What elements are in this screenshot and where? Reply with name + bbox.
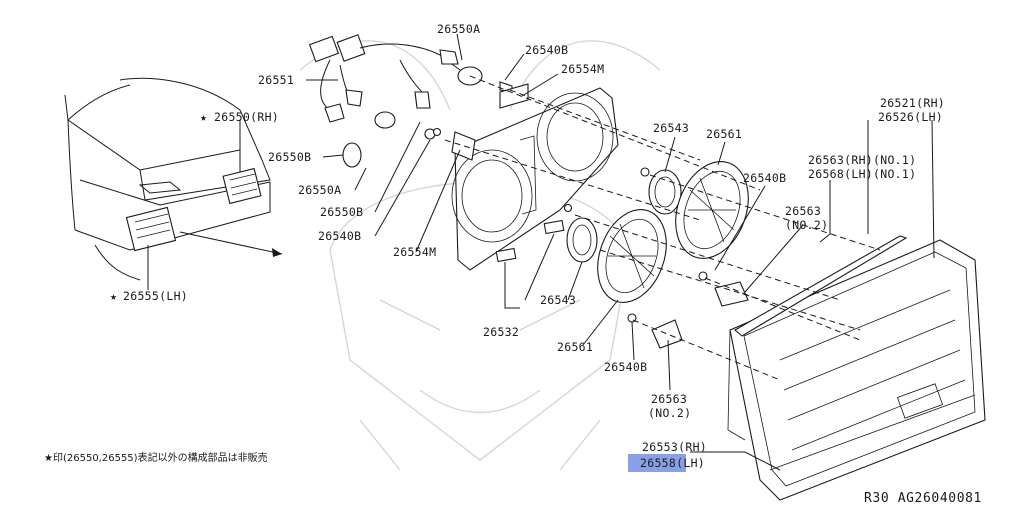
- part-labels: 26550A 26540B 26554M 26551 26550(RH) 265…: [110, 22, 945, 472]
- label-26543-top: 26543: [653, 121, 689, 135]
- label-26568-lh-no1: 26568(LH)(NO.1): [808, 167, 916, 181]
- label-26563-no2-mid: (NO.2): [785, 218, 828, 232]
- label-26543-bottom: 26543: [540, 293, 576, 307]
- label-26561-bottom: 26561: [557, 340, 593, 354]
- label-26561-top: 26561: [706, 127, 742, 141]
- label-26551: 26551: [258, 73, 294, 87]
- diagram-code: R30 AG26040081: [864, 491, 982, 506]
- combination-lamp-lens: [651, 235, 986, 501]
- label-26558-lh: 26558(LH): [640, 456, 705, 470]
- highlight-26558: [628, 454, 686, 472]
- label-26553-rh: 26553(RH): [642, 440, 707, 454]
- label-26540b-right: 26540B: [743, 171, 786, 185]
- footnote: ★印(26550,26555)表記以外の構成部品は非販売: [44, 453, 268, 464]
- lamp-housing-26532: [451, 83, 619, 309]
- label-26540b-top: 26540B: [525, 43, 568, 57]
- assembly-lines: [444, 75, 881, 381]
- label-26554m-top: 26554M: [561, 62, 604, 76]
- label-26563-rh-no1: 26563(RH)(NO.1): [808, 153, 916, 167]
- bulb-lens-set: [566, 161, 749, 303]
- screws: [432, 127, 708, 323]
- label-26550b-mid: 26550B: [320, 205, 363, 219]
- label-26540b-left: 26540B: [318, 229, 361, 243]
- label-26532: 26532: [483, 325, 519, 339]
- label-26550-rh: 26550(RH): [214, 110, 279, 124]
- label-26550a-mid: 26550A: [298, 183, 341, 197]
- star-mark-rh: ★: [200, 110, 207, 124]
- label-26526-lh: 26526(LH): [878, 110, 943, 124]
- label-26550b: 26550B: [268, 150, 311, 164]
- label-26563-mid: 26563: [785, 204, 821, 218]
- star-mark-lh: ★: [110, 289, 117, 303]
- label-26555-lh: 26555(LH): [123, 289, 188, 303]
- label-26563-bottom: 26563: [651, 392, 687, 406]
- car-rear-illustration: [64, 77, 283, 281]
- label-26554m-mid: 26554M: [393, 245, 436, 259]
- label-26563-no2-bottom: (NO.2): [648, 406, 691, 420]
- label-26521-rh: 26521(RH): [880, 96, 945, 110]
- label-26550a-top: 26550A: [437, 22, 480, 36]
- label-26540b-bottom: 26540B: [604, 360, 647, 374]
- leader-lines: [147, 33, 935, 471]
